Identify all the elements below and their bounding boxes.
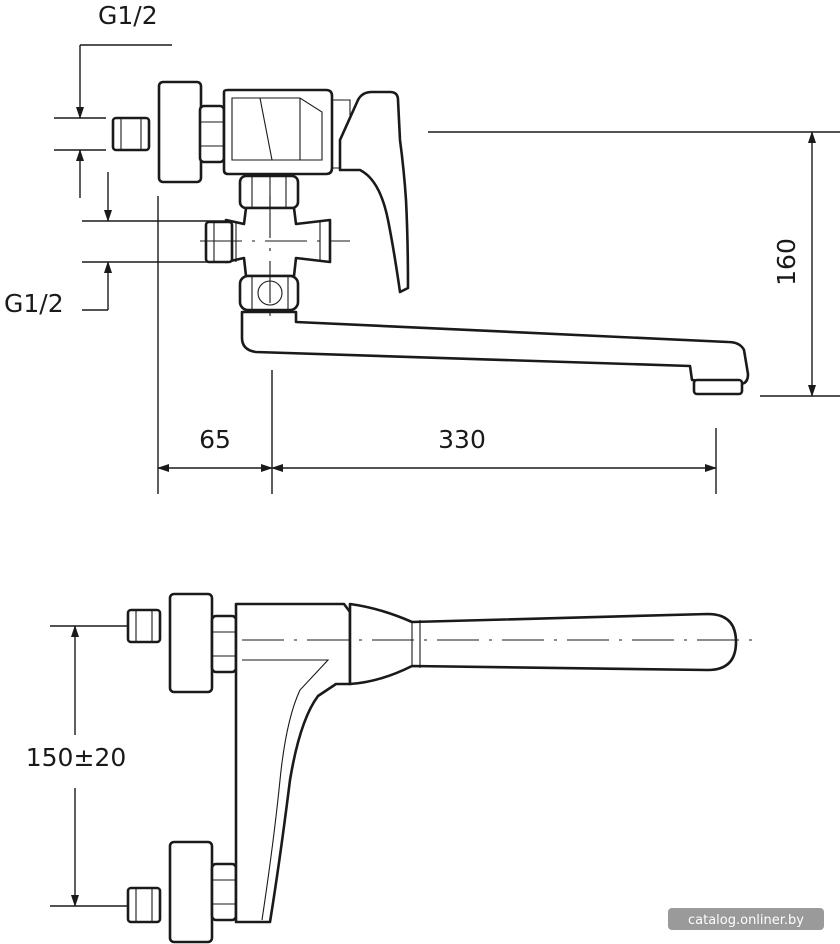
- dimension-centers: 150±20: [26, 625, 128, 907]
- front-view: G1/2 G1/2 160 65 330: [4, 1, 840, 494]
- label-centers: 150±20: [26, 743, 126, 772]
- watermark: catalog.onliner.by: [668, 908, 824, 930]
- top-inlet-fitting: [111, 80, 226, 184]
- dimension-height: 160: [428, 131, 840, 397]
- body-top: [234, 602, 352, 924]
- spout-top: [348, 602, 738, 686]
- label-offset-left: 65: [199, 425, 231, 454]
- lower-inlet: [126, 840, 238, 944]
- lower-valve: [224, 174, 332, 312]
- dimension-thread-top: G1/2: [54, 1, 172, 198]
- top-view: 150±20: [26, 592, 756, 944]
- spout-aerator: [692, 378, 744, 396]
- dimension-horizontal: 65 330: [157, 196, 717, 494]
- watermark-text: catalog.onliner.by: [688, 913, 804, 928]
- lever-handle: [338, 90, 410, 294]
- label-thread-side: G1/2: [4, 289, 64, 318]
- mixer-body: [222, 88, 351, 176]
- upper-inlet: [126, 592, 238, 694]
- dimension-thread-side: G1/2: [4, 172, 226, 318]
- label-thread-top: G1/2: [98, 1, 158, 30]
- label-height: 160: [772, 238, 801, 286]
- side-inlet-fitting: [204, 220, 234, 264]
- spout: [240, 310, 750, 386]
- label-spout-length: 330: [438, 425, 486, 454]
